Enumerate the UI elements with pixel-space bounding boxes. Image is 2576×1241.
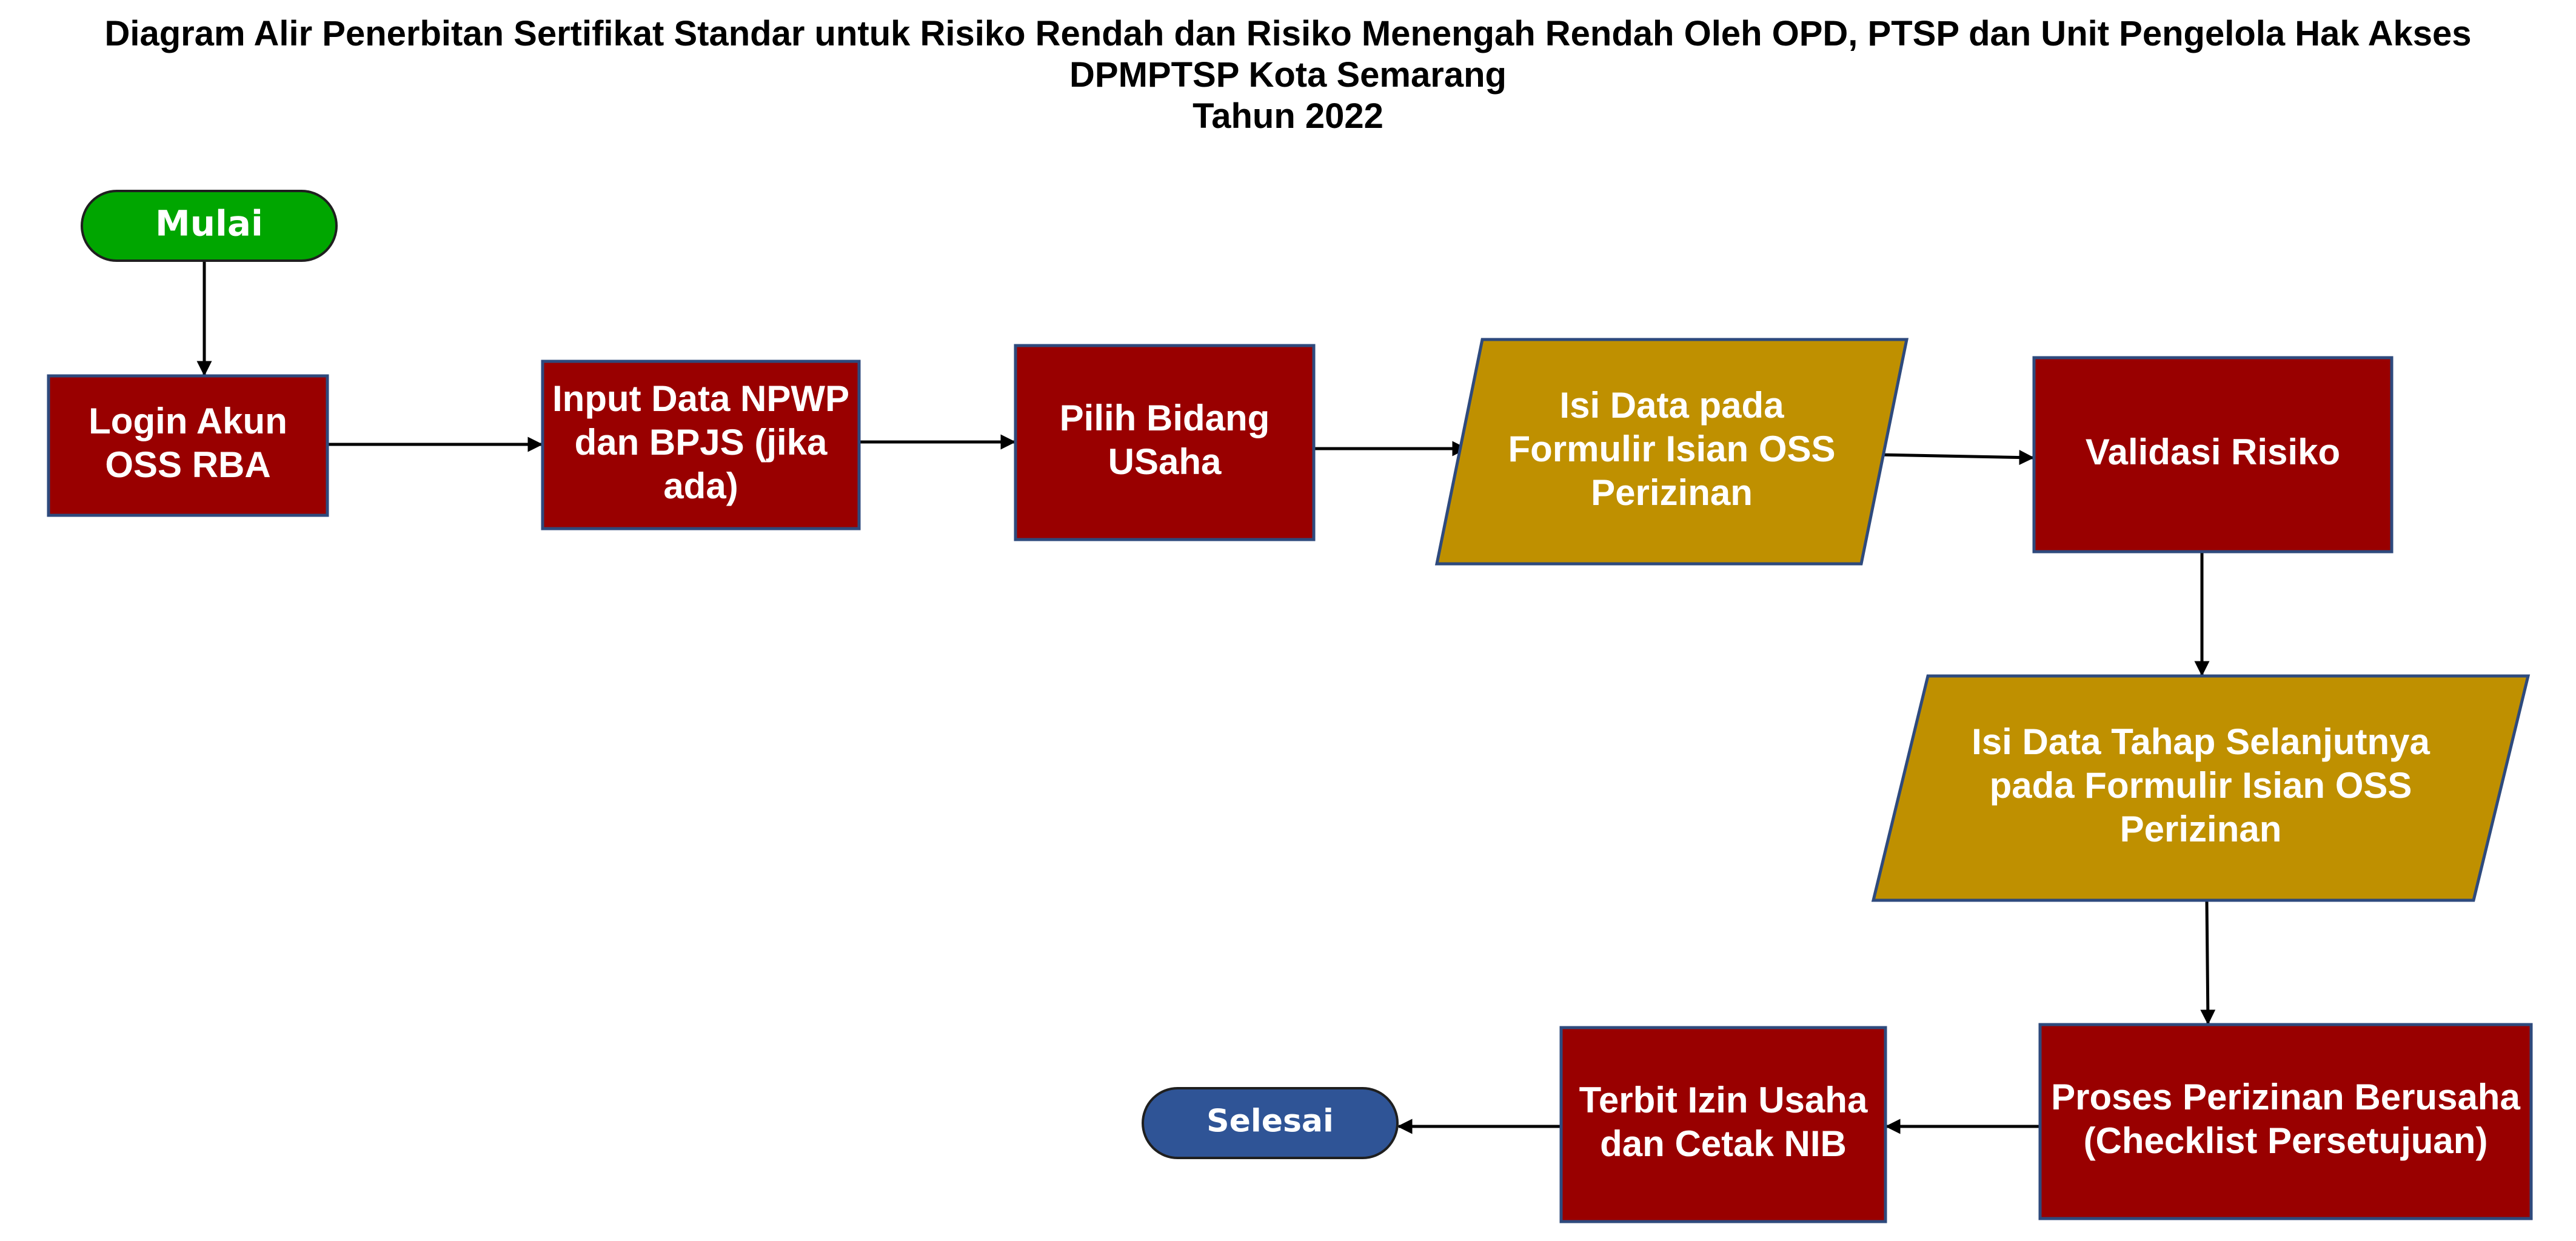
node-end: Selesai <box>1142 1087 1399 1159</box>
validasi-shape <box>2032 356 2394 554</box>
login-shape <box>47 374 329 517</box>
title-line-3: Tahun 2022 <box>1193 96 1383 136</box>
isi-data-lanjut-label-line-3: Perizinan <box>2120 809 2282 849</box>
input-npwp-label-line-2: dan BPJS (jika <box>575 422 828 463</box>
isi-data-label-line-1: Isi Data pada <box>1559 385 1784 426</box>
pilih-bidang-label-line-1: Pilih Bidang <box>1060 398 1270 438</box>
isi-data-lanjut-shape <box>1871 674 2531 902</box>
start-shape <box>81 190 338 262</box>
login-label-line-1: Login Akun <box>89 401 287 441</box>
connector-layer <box>196 262 2216 1134</box>
isi-data-label-line-3: Perizinan <box>1591 472 1753 513</box>
proses-perizinan-label-line-2: (Checklist Persetujuan) <box>2084 1120 2488 1161</box>
diagram-title: Diagram Alir Penerbitan Sertifikat Stand… <box>0 13 2576 137</box>
isi-data-lanjut-label-line-1: Isi Data Tahap Selanjutnya <box>1972 721 2430 762</box>
proses-perizinan-label-line-1: Proses Perizinan Berusaha <box>2051 1077 2520 1117</box>
start-label-line-1: Mulai <box>155 203 263 244</box>
end-label-line-1: Selesai <box>1206 1103 1334 1140</box>
terbit-izin-shape <box>1559 1026 1887 1223</box>
title-line-2: DPMPTSP Kota Semarang <box>1069 55 1507 95</box>
pilih-bidang-shape <box>1014 344 1316 541</box>
arrow-isi-data-to-validasi <box>1878 450 2035 466</box>
validasi-label-line-1: Validasi Risiko <box>2086 432 2340 472</box>
proses-perizinan-shape <box>2038 1023 2533 1220</box>
isi-data-lanjut-label-line-2: pada Formulir Isian OSS <box>1990 765 2412 806</box>
terbit-izin-label-line-2: dan Cetak NIB <box>1600 1123 1847 1164</box>
end-shape <box>1142 1087 1399 1159</box>
isi-data-label-line-2: Formulir Isian OSS <box>1508 429 1835 469</box>
pilih-bidang-label-line-2: USaha <box>1108 441 1222 482</box>
isi-data-shape <box>1434 338 1909 566</box>
input-npwp-label-line-1: Input Data NPWP <box>552 378 849 419</box>
input-npwp-label-line-3: ada) <box>663 466 738 506</box>
node-validasi: Validasi Risiko <box>2032 356 2394 554</box>
node-start: Mulai <box>81 190 338 262</box>
title-line-1: Diagram Alir Penerbitan Sertifikat Stand… <box>104 14 2472 53</box>
node-proses-perizinan: Proses Perizinan Berusaha(Checklist Pers… <box>2038 1023 2533 1220</box>
arrow-isi-data-lanjut-to-proses-perizinan <box>2200 901 2216 1025</box>
login-label-line-2: OSS RBA <box>105 444 270 485</box>
terbit-izin-label-line-1: Terbit Izin Usaha <box>1579 1080 1868 1120</box>
input-npwp-shape <box>541 360 861 530</box>
